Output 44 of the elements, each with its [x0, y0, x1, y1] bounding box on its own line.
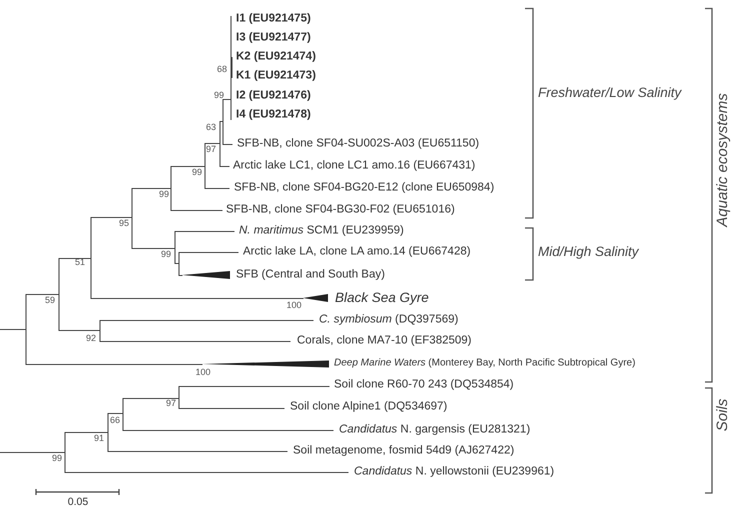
taxon-label: Corals, clone MA7-10 (EF382509) — [297, 334, 472, 348]
bootstrap-value: 63 — [206, 123, 216, 133]
clade-label: Deep Marine Waters (Monterey Bay, North Pacific Subtropical Gyre) — [334, 357, 636, 369]
taxon-label: C. symbiosum (DQ397569) — [319, 313, 458, 327]
group-label: Mid/High Salinity — [538, 244, 639, 260]
bootstrap-value: 100 — [286, 301, 302, 311]
bootstrap-value: 97 — [166, 399, 176, 409]
bootstrap-value: 59 — [45, 296, 55, 306]
taxon-label: K2 (EU921474) — [236, 50, 316, 64]
bootstrap-value: 91 — [94, 434, 104, 444]
taxon-label: Soil clone Alpine1 (DQ534697) — [290, 400, 448, 414]
taxon-label: SFB-NB, clone SF04-BG30-F02 (EU651016) — [226, 203, 455, 217]
taxon-label: N. maritimus SCM1 (EU239959) — [239, 224, 404, 238]
taxon-label: Soil clone R60-70 243 (DQ534854) — [334, 378, 514, 392]
taxon-label: Arctic lake LA, clone LA amo.14 (EU667428) — [243, 245, 471, 259]
bootstrap-value: 99 — [192, 168, 202, 178]
taxon-label: Candidatus N. gargensis (EU281321) — [339, 423, 530, 437]
taxon-label: I2 (EU921476) — [236, 89, 311, 103]
clade-label: Black Sea Gyre — [335, 290, 429, 306]
taxon-label: I1 (EU921475) — [236, 12, 311, 26]
bootstrap-value: 66 — [110, 416, 120, 426]
taxon-label: Candidatus N. yellowstonii (EU239961) — [354, 465, 554, 479]
taxon-label: I4 (EU921478) — [236, 108, 311, 122]
taxon-label: I3 (EU921477) — [236, 31, 311, 45]
bootstrap-value: 99 — [159, 190, 169, 200]
scale-label: 0.05 — [68, 497, 88, 509]
taxon-label: Arctic lake LC1, clone LC1 amo.16 (EU667431) — [233, 159, 476, 173]
group-label: Aquatic ecosystems — [714, 93, 732, 227]
bootstrap-value: 95 — [119, 219, 129, 229]
bootstrap-value: 99 — [52, 454, 62, 464]
bootstrap-value: 92 — [86, 334, 96, 344]
group-label: Freshwater/Low Salinity — [538, 85, 682, 101]
bootstrap-value: 100 — [195, 368, 211, 378]
taxon-label: SFB (Central and South Bay) — [236, 268, 385, 282]
bootstrap-value: 97 — [206, 145, 216, 155]
bootstrap-value: 51 — [75, 258, 85, 268]
taxon-label: Soil metagenome, fosmid 54d9 (AJ627422) — [293, 444, 514, 458]
taxon-label: SFB-NB, clone SF04-BG20-E12 (clone EU650984) — [234, 181, 494, 195]
bootstrap-value: 68 — [217, 65, 227, 75]
bootstrap-value: 99 — [161, 250, 171, 260]
bootstrap-value: 99 — [214, 91, 224, 101]
group-label: Soils — [714, 398, 732, 432]
taxon-label: K1 (EU921473) — [236, 69, 316, 83]
taxon-label: SFB-NB, clone SF04-SU002S-A03 (EU651150) — [237, 137, 480, 151]
